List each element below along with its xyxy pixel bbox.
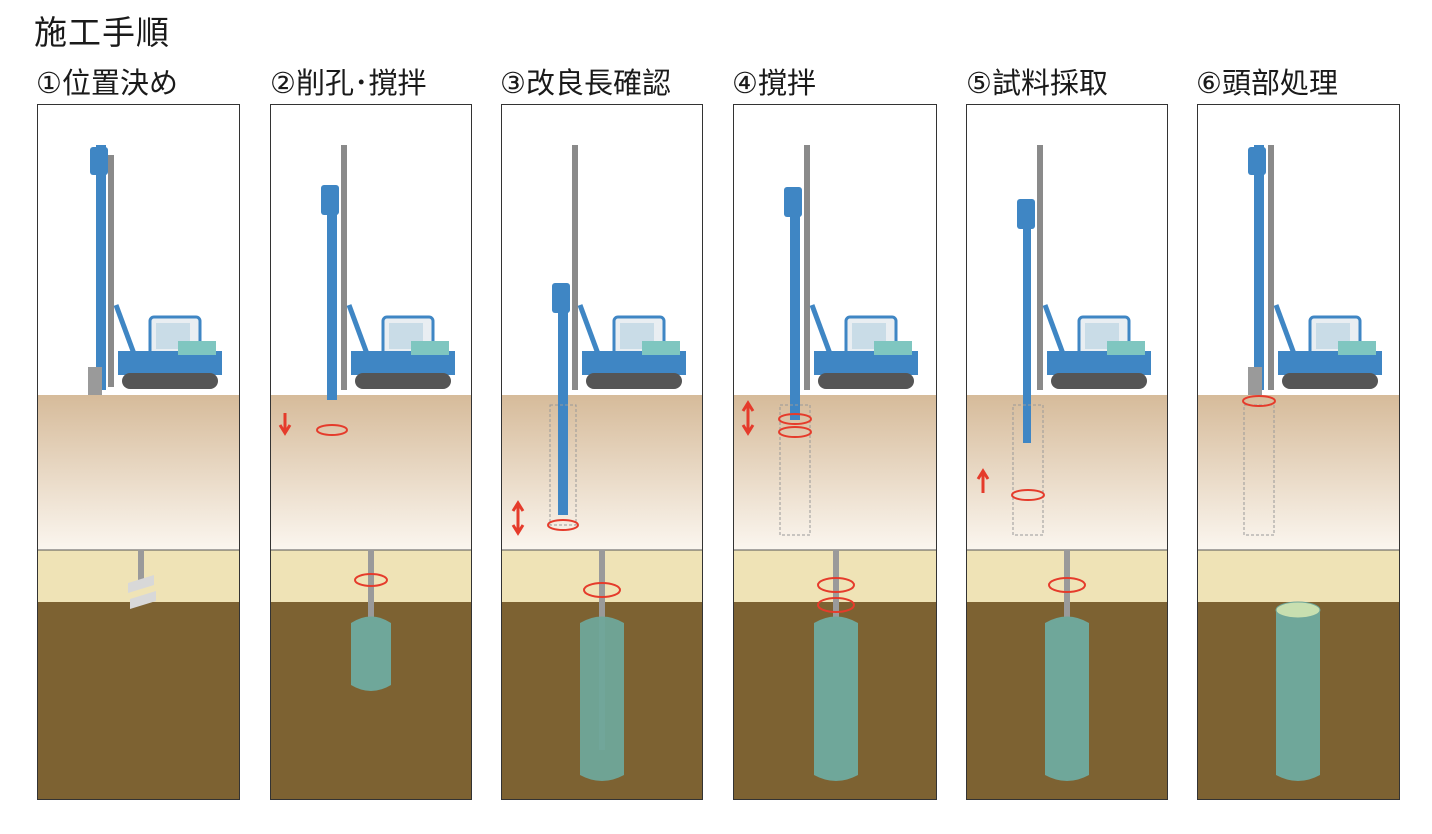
arrow-up-down-icon — [511, 500, 525, 536]
step-1-panel — [37, 104, 240, 800]
step-3-panel — [501, 104, 703, 800]
arrow-up-icon — [976, 468, 990, 493]
drilling-machine — [321, 145, 455, 400]
step-6-panel — [1197, 104, 1400, 800]
step-5-label: ⑤試料採取 — [966, 66, 1108, 100]
drilling-machine — [1248, 145, 1382, 395]
step-1-label: ①位置決め — [36, 66, 178, 100]
drilling-machine — [552, 145, 686, 515]
auger-bit — [128, 550, 156, 609]
step-6-label: ⑥頭部処理 — [1196, 66, 1338, 100]
step-3-label: ③改良長確認 — [500, 66, 671, 100]
drilling-machine — [88, 145, 222, 395]
step-5-panel — [966, 104, 1168, 800]
step-2-panel — [270, 104, 472, 800]
arrow-down-icon — [278, 413, 292, 436]
step-4-panel — [733, 104, 937, 800]
ground-section — [38, 105, 239, 799]
step-4-label: ④撹拌 — [732, 66, 816, 100]
drilling-machine — [784, 145, 918, 420]
step-2-label: ②削孔･撹拌 — [270, 66, 427, 100]
page-title: 施工手順 — [34, 13, 170, 52]
arrow-up-down-icon — [741, 400, 755, 436]
drilling-machine — [1017, 145, 1151, 443]
